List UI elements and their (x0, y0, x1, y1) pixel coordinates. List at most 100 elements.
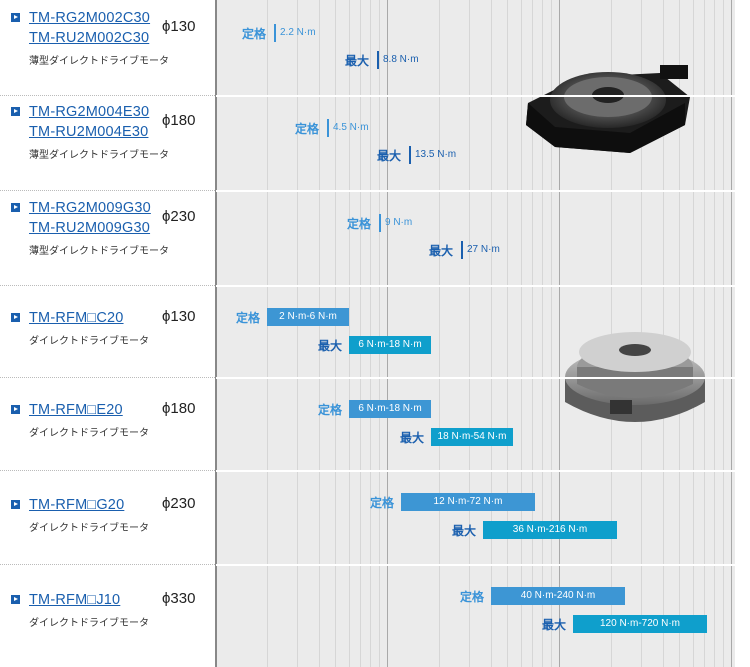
product-info: TM-RFM□C20 ϕ130 ダイレクトドライブモータ (10, 308, 215, 347)
rated-torque-range-bar: 2 N·m-6 N·m (267, 308, 349, 326)
grid-line (723, 0, 724, 667)
max-label: 最大 (429, 244, 454, 258)
rated-torque-value: 9 N·m (385, 217, 413, 228)
grid-line (507, 0, 508, 667)
max-label: 最大 (542, 618, 567, 632)
diameter: ϕ130 (162, 308, 196, 325)
arrow-bullet-icon (11, 405, 20, 414)
diameter: ϕ330 (162, 590, 196, 607)
model-link[interactable]: TM-RG2M002C30 (29, 10, 151, 26)
model-link[interactable]: TM-RFM□C20 (29, 310, 124, 326)
model-link[interactable]: TM-RG2M004E30 (29, 104, 150, 120)
row-separator (216, 95, 735, 97)
product-description: ダイレクトドライブモータ (29, 618, 149, 629)
max-torque-marker (409, 146, 411, 164)
diameter: ϕ130 (162, 18, 196, 35)
rated-torque-range-bar: 6 N·m-18 N·m (349, 400, 431, 418)
rated-label: 定格 (460, 590, 485, 604)
grid-line (319, 0, 320, 667)
max-torque-range-bar: 18 N·m-54 N·m (431, 428, 513, 446)
grid-line (491, 0, 492, 667)
max-torque-range-bar: 36 N·m-216 N·m (483, 521, 617, 539)
product-description: ダイレクトドライブモータ (29, 523, 149, 534)
row-separator (216, 190, 735, 192)
rated-label: 定格 (242, 27, 267, 41)
model-link[interactable]: TM-RU2M004E30 (29, 124, 149, 140)
product-info: TM-RFM□E20 ϕ180 ダイレクトドライブモータ (10, 400, 215, 439)
row-separator (0, 95, 215, 96)
grid-line (387, 0, 388, 667)
grid-line (215, 0, 217, 667)
max-torque-marker (377, 51, 379, 69)
arrow-bullet-icon (11, 595, 20, 604)
max-torque-range-bar: 120 N·m-720 N·m (573, 615, 707, 633)
max-label: 最大 (377, 149, 402, 163)
model-link[interactable]: TM-RG2M009G30 (29, 200, 151, 216)
rated-torque-marker (379, 214, 381, 232)
rated-label: 定格 (236, 311, 261, 325)
grid-line (360, 0, 361, 667)
row-separator (0, 285, 215, 286)
grid-line (611, 0, 612, 667)
grid-line (335, 0, 336, 667)
row-separator (0, 377, 215, 378)
row-separator (216, 377, 735, 379)
rated-label: 定格 (318, 403, 343, 417)
max-torque-range-bar: 6 N·m-18 N·m (349, 336, 431, 354)
grid-line (349, 0, 350, 667)
max-label: 最大 (400, 431, 425, 445)
grid-line (297, 0, 298, 667)
diameter: ϕ180 (162, 400, 196, 417)
grid-line (693, 0, 694, 667)
arrow-bullet-icon (11, 107, 20, 116)
product-description: 薄型ダイレクトドライブモータ (29, 56, 169, 67)
diameter: ϕ180 (162, 112, 196, 129)
thin-direct-drive-motor-photo (526, 65, 690, 153)
grid-line (679, 0, 680, 667)
model-link[interactable]: TM-RFM□E20 (29, 402, 123, 418)
direct-drive-motor-photo (565, 332, 705, 422)
rated-label: 定格 (347, 217, 372, 231)
grid-line (714, 0, 715, 667)
model-link[interactable]: TM-RU2M009G30 (29, 220, 151, 236)
rated-torque-value: 2.2 N·m (280, 27, 316, 38)
product-description: ダイレクトドライブモータ (29, 428, 149, 439)
product-description: 薄型ダイレクトドライブモータ (29, 246, 169, 257)
grid-line (439, 0, 440, 667)
diameter: ϕ230 (162, 208, 196, 225)
arrow-bullet-icon (11, 313, 20, 322)
grid-line (731, 0, 732, 667)
product-description: ダイレクトドライブモータ (29, 336, 149, 347)
max-label: 最大 (318, 339, 343, 353)
row-separator (216, 564, 735, 566)
grid-line (704, 0, 705, 667)
arrow-bullet-icon (11, 13, 20, 22)
max-label: 最大 (345, 54, 370, 68)
max-torque-marker (461, 241, 463, 259)
rated-torque-marker (274, 24, 276, 42)
max-torque-value: 8.8 N·m (383, 54, 419, 65)
row-separator (216, 470, 735, 472)
arrow-bullet-icon (11, 203, 20, 212)
row-separator (216, 285, 735, 287)
grid-line (521, 0, 522, 667)
grid-line (379, 0, 380, 667)
rated-torque-range-bar: 12 N·m-72 N·m (401, 493, 535, 511)
grid-line (542, 0, 543, 667)
grid-line (532, 0, 533, 667)
max-label: 最大 (452, 524, 477, 538)
grid-line (551, 0, 552, 667)
grid-line (559, 0, 560, 667)
model-link[interactable]: TM-RFM□G20 (29, 497, 125, 513)
row-separator (0, 470, 215, 471)
grid-line (663, 0, 664, 667)
rated-torque-range-bar: 40 N·m-240 N·m (491, 587, 625, 605)
max-torque-value: 27 N·m (467, 244, 500, 255)
product-description: 薄型ダイレクトドライブモータ (29, 150, 169, 161)
model-link[interactable]: TM-RFM□J10 (29, 592, 121, 608)
model-link[interactable]: TM-RU2M002C30 (29, 30, 150, 46)
